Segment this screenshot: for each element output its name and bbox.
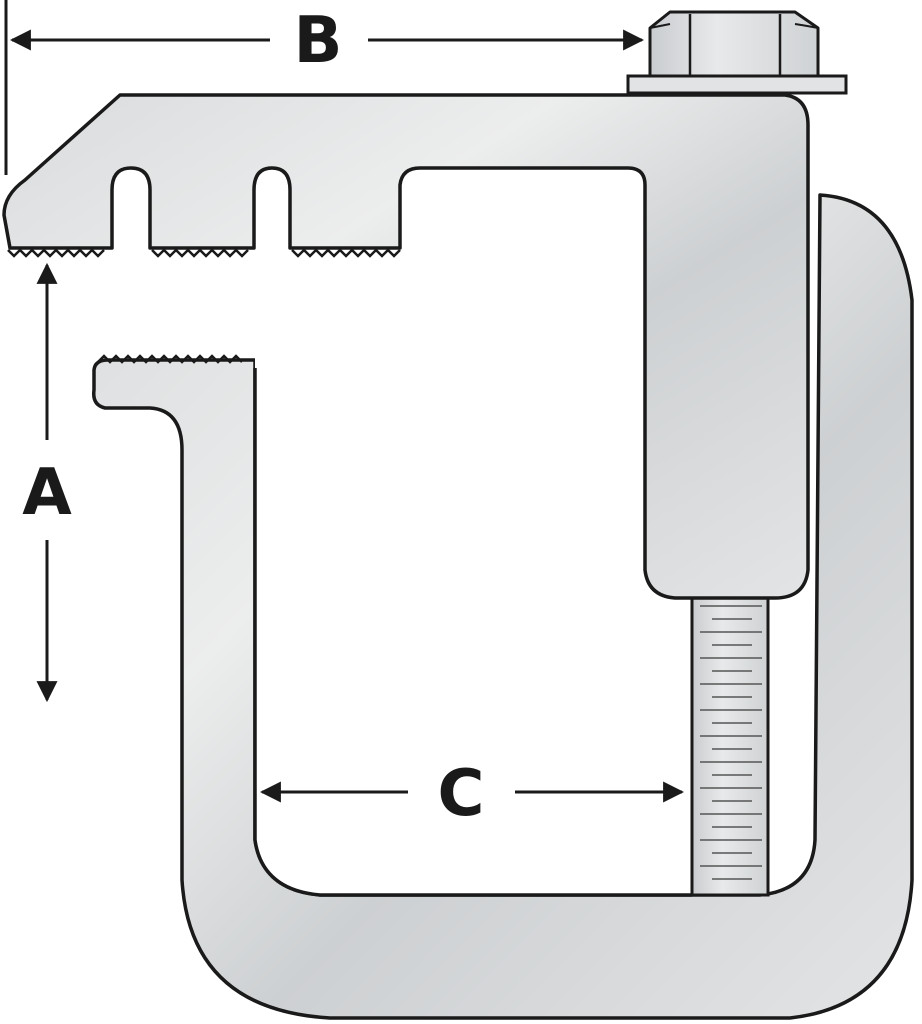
clamp-inner-edge — [253, 368, 692, 897]
dimension-a-label: A — [22, 456, 72, 530]
clamp-inner-opening — [255, 170, 692, 895]
threaded-rod-icon — [690, 588, 770, 897]
dimension-b-label: B — [294, 4, 343, 78]
dimension-c: C — [259, 757, 685, 831]
lower-jaw-teeth — [97, 354, 243, 364]
clamp-top-arm — [2, 93, 810, 600]
hex-bolt-icon — [626, 10, 848, 95]
upper-jaw-teeth — [7, 248, 401, 258]
dimension-c-label: C — [438, 757, 485, 831]
dimension-b: B — [4, 0, 645, 175]
dimension-a: A — [22, 262, 72, 703]
